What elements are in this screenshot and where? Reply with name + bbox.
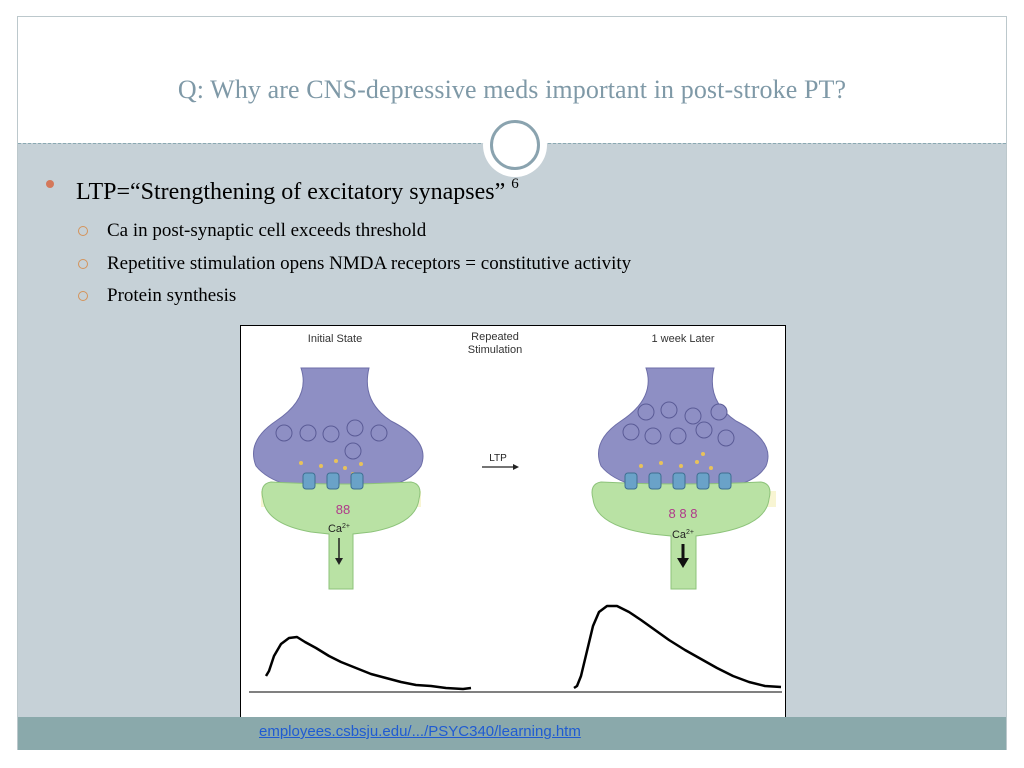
bullet-dot bbox=[46, 180, 54, 188]
decorative-ring bbox=[490, 120, 540, 170]
transmitter-dots bbox=[639, 452, 713, 470]
subbullet-text: Protein synthesis bbox=[107, 285, 237, 306]
ltp-figure: Initial State Repeated Stimulation 1 wee… bbox=[240, 325, 786, 719]
label-stimulation: Stimulation bbox=[468, 344, 522, 356]
subbullet-marker bbox=[78, 226, 88, 236]
label-repeated: Repeated bbox=[471, 331, 519, 343]
ion-label-left: 88 bbox=[336, 502, 350, 517]
epsp-trace-initial bbox=[264, 635, 472, 691]
epsp-trace-later bbox=[573, 604, 782, 690]
ca-label-left: Ca2+ bbox=[328, 523, 350, 535]
bullet-ltp: LTP=“Strengthening of excitatory synapse… bbox=[76, 176, 519, 206]
ca-label-right: Ca2+ bbox=[672, 529, 694, 541]
ca-charge-right: 2+ bbox=[686, 529, 694, 536]
footer-bar bbox=[18, 717, 1006, 750]
citation-superscript: 6 bbox=[511, 176, 519, 192]
ion-label-right: 8 8 8 bbox=[669, 506, 698, 521]
subbullet-text: Repetitive stimulation opens NMDA recept… bbox=[107, 253, 632, 274]
slide-frame: Q: Why are CNS-depressive meds important… bbox=[17, 16, 1007, 750]
ca-symbol-left: Ca bbox=[328, 523, 343, 535]
subbullet-marker bbox=[78, 259, 88, 269]
postsynaptic-terminal bbox=[591, 481, 771, 590]
epsp-traces bbox=[264, 604, 782, 691]
ca-charge-left: 2+ bbox=[342, 523, 350, 530]
vesicles bbox=[622, 401, 735, 447]
subbullet-text: Ca in post-synaptic cell exceeds thresho… bbox=[107, 220, 427, 241]
synapse-later: 8 8 8 Ca2+ bbox=[591, 367, 776, 590]
label-initial-state: Initial State bbox=[308, 333, 362, 345]
subbullet-marker bbox=[78, 291, 88, 301]
postsynaptic-terminal bbox=[261, 481, 421, 590]
synapse-initial: 88 Ca2+ bbox=[253, 367, 424, 590]
source-link[interactable]: employees.csbsju.edu/.../PSYC340/learnin… bbox=[259, 723, 581, 740]
label-one-week-later: 1 week Later bbox=[652, 333, 715, 345]
ca-symbol-right: Ca bbox=[672, 529, 687, 541]
vesicles bbox=[275, 419, 388, 460]
bullet-ltp-text: LTP=“Strengthening of excitatory synapse… bbox=[76, 179, 512, 205]
ltp-arrow: LTP bbox=[482, 453, 519, 470]
ltp-diagram-svg: Initial State Repeated Stimulation 1 wee… bbox=[249, 331, 782, 693]
ca-arrowhead-right bbox=[677, 558, 689, 568]
ca-arrowhead-left bbox=[335, 558, 343, 565]
receptors bbox=[624, 472, 732, 490]
ltp-arrow-label: LTP bbox=[489, 453, 507, 464]
receptors bbox=[302, 472, 364, 490]
slide-title: Q: Why are CNS-depressive meds important… bbox=[177, 75, 847, 104]
